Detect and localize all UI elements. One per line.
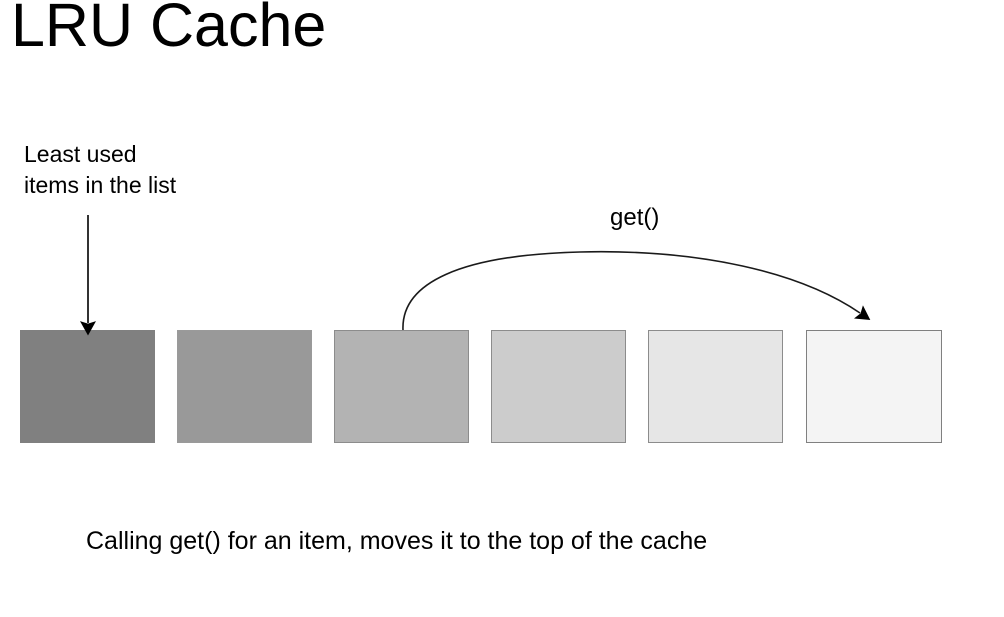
- cache-box-3: [334, 330, 469, 443]
- cache-box-6: [806, 330, 942, 443]
- cache-box-5: [648, 330, 783, 443]
- get-curved-arrow-icon: [402, 250, 871, 331]
- cache-box-1: [20, 330, 155, 443]
- page-title: LRU Cache: [11, 0, 327, 59]
- least-used-label: Least used items in the list: [24, 141, 177, 198]
- cache-box-2: [177, 330, 312, 443]
- cache-box-row: [0, 330, 1004, 446]
- cache-box-4: [491, 330, 626, 443]
- get-call-label: get(): [610, 204, 660, 231]
- caption-text: Calling get() for an item, moves it to t…: [86, 527, 708, 555]
